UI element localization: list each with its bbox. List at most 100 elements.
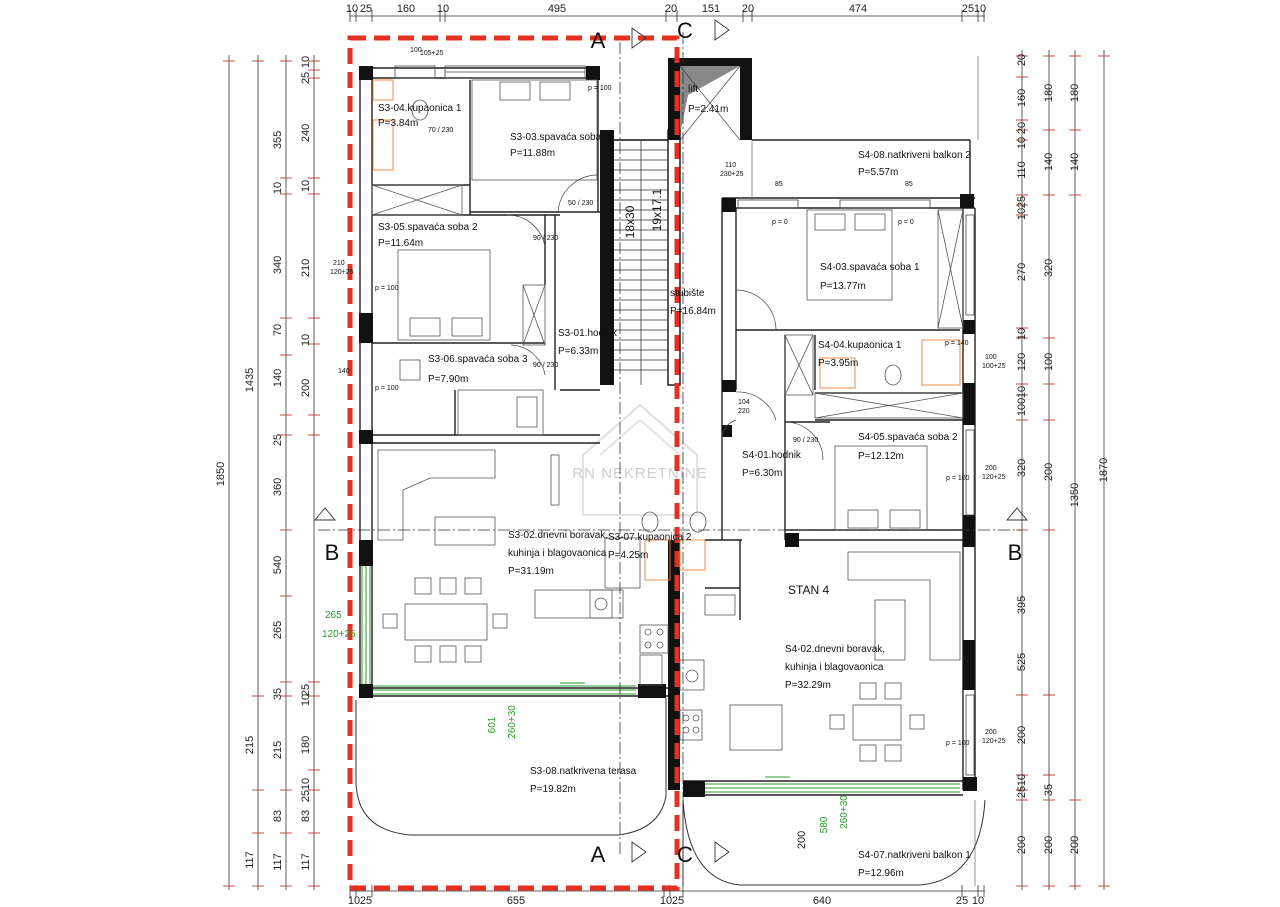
left-inner1-dim: 360	[272, 478, 284, 496]
section-markers: A A C C B B	[314, 18, 1028, 867]
top-dim-label: 25	[360, 3, 372, 15]
top-dim-label: 160	[397, 3, 415, 15]
left-inner1-dim: 25	[272, 434, 284, 446]
right-inner1-dim: 270	[1016, 263, 1028, 281]
room-name: S4-04.kupaonica 1	[818, 340, 902, 351]
glass-wall-terrace	[361, 566, 636, 695]
watermark: RN NEKRETNINE	[572, 403, 708, 516]
room-area: P=11.64m	[378, 238, 423, 249]
room-name: stubište	[670, 288, 705, 299]
right-inner2-dim: 35	[1043, 784, 1055, 796]
right-inner2-dim: 180	[1043, 84, 1055, 102]
window-dim-label: 105+25	[420, 50, 444, 57]
left-mid-dim: 1435	[244, 368, 256, 392]
bottom-dim-label: 640	[813, 895, 831, 907]
window-sill-label: p = 140	[945, 340, 969, 347]
left-inner2-dim: 25	[300, 684, 312, 696]
window-sill-label: p = 100	[946, 740, 970, 747]
left-inner2-dim: 10	[300, 180, 312, 192]
window-dim-label: 200	[985, 729, 997, 736]
door-dim-label: 50 / 230	[568, 200, 593, 207]
window-sill-label: p = 100	[375, 285, 399, 292]
left-inner1-dim: 83	[272, 810, 284, 822]
glazing-dim: 580	[819, 816, 830, 833]
room-area: P=4.25m	[608, 550, 648, 561]
top-dim-label: 151	[702, 3, 720, 15]
room-name-2: kuhinja i blagovaonica	[508, 548, 607, 559]
windows-unit-3	[394, 65, 586, 79]
right-inner2-dim: 100	[1043, 353, 1055, 371]
right-inner1-dim: 25	[1016, 196, 1028, 208]
unit-boundary-highlight	[347, 35, 680, 891]
right-outer-dim: 200	[1069, 836, 1081, 854]
right-outer-dim: 180	[1069, 84, 1081, 102]
room-labels: S3-04.kupaonica 1 P=3.84m S3-03.spavaća …	[378, 84, 971, 879]
window-dim-label: 100	[410, 47, 422, 54]
right-inner1-dim: 525	[1016, 653, 1028, 671]
window-dim-label: 120+25	[982, 474, 1006, 481]
section-mark-a-bottom: A	[591, 842, 606, 867]
room-name: S4-03.spavaća soba 1	[820, 262, 920, 273]
misc-lines	[751, 56, 979, 886]
room-area: P=7.90m	[428, 374, 468, 385]
room-name: S4-07.natkriveni balkon 1	[858, 850, 971, 861]
left-mid-dim: 117	[244, 851, 256, 869]
right-inner1-dim: 20	[1016, 54, 1028, 66]
top-dim-label: 25	[962, 3, 974, 15]
room-name-2: kuhinja i blagovaonica	[785, 662, 884, 673]
room-name: S3-08.natkrivena terasa	[530, 766, 637, 777]
left-inner1-dim: 215	[272, 741, 284, 759]
bottom-dim-label: 25	[672, 895, 684, 907]
room-area: P=6.30m	[742, 468, 782, 479]
window-dim-label: 85	[905, 181, 913, 188]
left-inner1-dim: 265	[272, 621, 284, 639]
walls-unit-3	[359, 67, 670, 697]
room-name: S3-02.dnevni boravak,	[508, 530, 608, 541]
right-inner1-dim: 200	[1016, 836, 1028, 854]
right-outer-dim: 140	[1069, 153, 1081, 171]
section-arrow-icon	[714, 841, 730, 863]
bottom-dimension-labels: 10 25 655 10 25 640 25 10	[348, 895, 984, 907]
left-inner1-dim: 340	[272, 256, 284, 274]
right-inner1-dim: 110	[1016, 161, 1028, 179]
right-inner2-dim: 200	[1043, 836, 1055, 854]
door-swings	[506, 174, 824, 461]
watermark-text: RN NEKRETNINE	[572, 465, 708, 482]
glazing-dim: 120+25	[322, 629, 356, 640]
room-name: S3-03.spavaća soba 1	[510, 132, 610, 143]
glass-wall-balcony	[705, 776, 960, 793]
left-inner2-dim: 25	[300, 72, 312, 84]
window-dim-label: 85	[775, 181, 783, 188]
room-area: P=12.96m	[858, 868, 904, 879]
top-dim-label: 474	[849, 3, 867, 15]
window-dim-label: 100	[985, 354, 997, 361]
right-inner1-dim: 10	[1016, 386, 1028, 398]
right-inner2-dim: 320	[1043, 259, 1055, 277]
wall-columns-unit-3	[359, 66, 666, 698]
door-dim-label: 90 / 230	[533, 362, 558, 369]
room-area: P=3.84m	[378, 118, 418, 129]
left-inner1-dim: 140	[272, 369, 284, 387]
right-inner1-dim: 10	[1016, 774, 1028, 786]
right-outer-dim: 1350	[1069, 483, 1081, 507]
room-name: S4-02.dnevni boravak,	[785, 644, 885, 655]
room-area: P=6.33m	[558, 346, 598, 357]
right-inner1-dim: 395	[1016, 596, 1028, 614]
right-inner1-dim: 10	[1016, 208, 1028, 220]
room-area: P=11.88m	[510, 148, 555, 159]
right-inner1-dim: 10	[1016, 137, 1028, 149]
glazing-dim: 260+30	[507, 705, 518, 739]
room-name: lift	[688, 84, 698, 95]
room-area: P=5.57m	[858, 167, 898, 178]
left-inner1-dim: 355	[272, 131, 284, 149]
room-name: S3-06.spavaća soba 3	[428, 354, 528, 365]
room-name: S4-08.natkriveni balkon 2	[858, 150, 971, 161]
glazing-dim: 601	[487, 716, 498, 733]
room-name: S3-07.kupaonica 2	[608, 532, 692, 543]
bottom-dim-label: 25	[360, 895, 372, 907]
top-dim-label: 10	[346, 3, 358, 15]
top-dim-label: 10	[437, 3, 449, 15]
core-stairs-lift: 18x30 19x17.1	[600, 58, 752, 386]
right-inner2-dim: 200	[1043, 463, 1055, 481]
top-dim-label: 20	[665, 3, 677, 15]
